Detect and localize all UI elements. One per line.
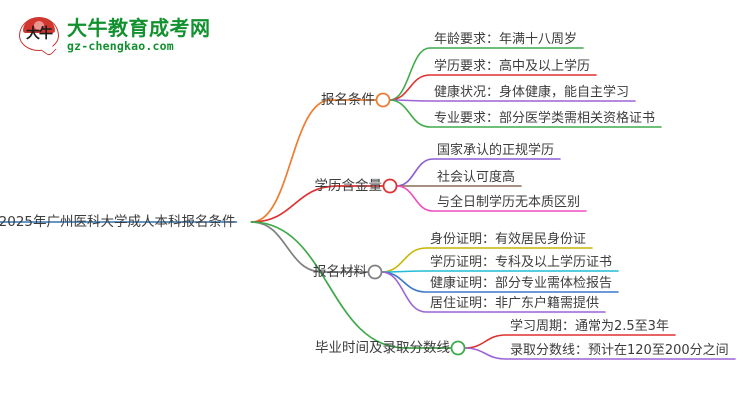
- logo-url: gz-chengkao.com: [67, 39, 174, 53]
- logo-red-cap: [23, 18, 55, 33]
- mindmap-leaf-label-4-1: 学习周期：通常为2.5至3年: [510, 319, 669, 334]
- mindmap-leaf-label-2-3: 与全日制学历无本质区别: [437, 195, 581, 210]
- leaf-connector-path: [380, 271, 606, 313]
- mindmap-leaf-label-2-1: 国家承认的正规学历: [437, 143, 555, 158]
- leaf-connector-path: [463, 347, 736, 360]
- mindmap-leaf-label-3-3: 健康证明：部分专业需体检报告: [430, 276, 613, 291]
- mindmap-branch-node-1[interactable]: [375, 92, 391, 108]
- connector-path: [250, 185, 385, 223]
- leaf-connector-path: [388, 47, 584, 101]
- leaf-connector-path: [388, 74, 597, 101]
- site-logo: 大牛 大牛教育成考网 gz-chengkao.com: [18, 12, 238, 58]
- connector-path: [250, 221, 453, 349]
- mindmap-branch-node-2[interactable]: [382, 178, 398, 194]
- mindmap-leaf-label-1-1: 年龄要求：年满十八周岁: [434, 32, 578, 47]
- mindmap-leaf-label-2-2: 社会认可度高: [437, 170, 516, 185]
- leaf-connector-path: [395, 185, 587, 212]
- mindmap-leaf-label-1-2: 学历要求：高中及以上学历: [434, 59, 591, 74]
- connector-path: [250, 99, 378, 223]
- mindmap-leaf-label-3-2: 学历证明：专科及以上学历证书: [430, 255, 613, 270]
- leaf-connector-path: [388, 99, 662, 128]
- mindmap-leaf-label-1-4: 专业要求：部分医学类需相关资格证书: [434, 111, 656, 126]
- mindmap-leaf-label-4-2: 录取分数线：预计在120至200分之间: [510, 343, 729, 358]
- mindmap-leaf-label-3-4: 居住证明：非广东户籍需提供: [430, 296, 600, 311]
- leaf-connector-path: [380, 270, 619, 273]
- logo-text-block: 大牛教育成考网 gz-chengkao.com: [67, 17, 211, 53]
- mindmap-branch-label-4: 毕业时间及录取分数线: [315, 340, 450, 356]
- logo-title: 大牛教育成考网: [67, 16, 211, 40]
- logo-mark-text: 大牛: [26, 26, 53, 42]
- mindmap-root-label: 2025年广州医科大学成人本科报名条件: [0, 214, 236, 230]
- leaf-connector-path: [395, 158, 561, 187]
- mindmap-branch-node-3[interactable]: [367, 264, 383, 280]
- mindmap-leaf-label-1-3: 健康状况：身体健康，能自主学习: [434, 85, 630, 100]
- mindmap-branch-label-2: 学历含金量: [314, 178, 383, 194]
- mindmap-branch-label-1: 报名条件: [321, 92, 375, 108]
- mindmap-branch-label-3: 报名材料: [313, 264, 367, 280]
- mindmap-leaf-label-3-1: 身份证明：有效居民身份证: [430, 232, 587, 247]
- logo-mark-icon: 大牛: [18, 14, 60, 57]
- mindmap-branch-node-4[interactable]: [450, 340, 466, 356]
